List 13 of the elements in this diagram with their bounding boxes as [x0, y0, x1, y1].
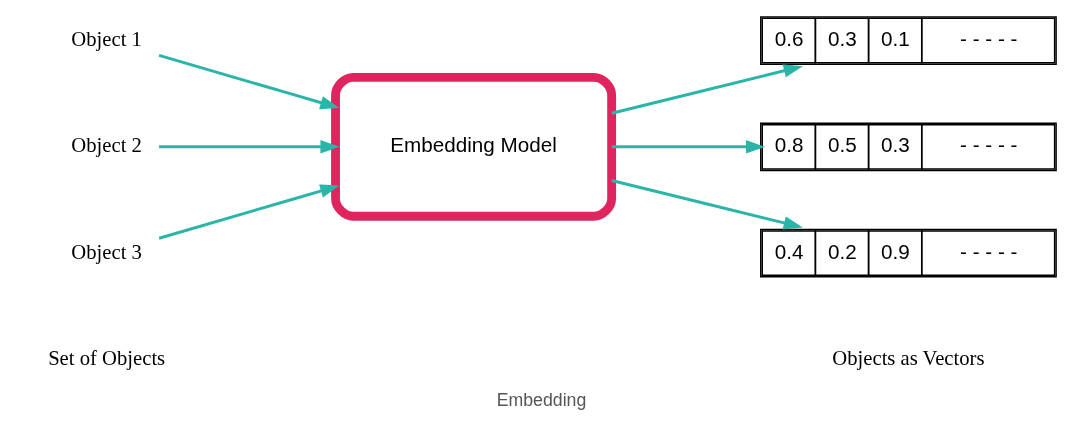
node-box: Embedding Model: [331, 73, 617, 221]
node-text: Object 3: [71, 240, 142, 263]
arrow: [158, 184, 340, 240]
node-text: Object 2: [71, 134, 142, 157]
caption: Embedding: [496, 390, 587, 411]
arrow: [159, 140, 340, 154]
arrow: [158, 54, 340, 110]
node-text: Object 1: [71, 27, 142, 50]
label: Set of Objects: [48, 346, 166, 369]
arrow: [611, 179, 803, 230]
label: Objects as Vectors: [832, 346, 985, 369]
arrow: [611, 64, 803, 115]
arrow: [611, 140, 766, 154]
